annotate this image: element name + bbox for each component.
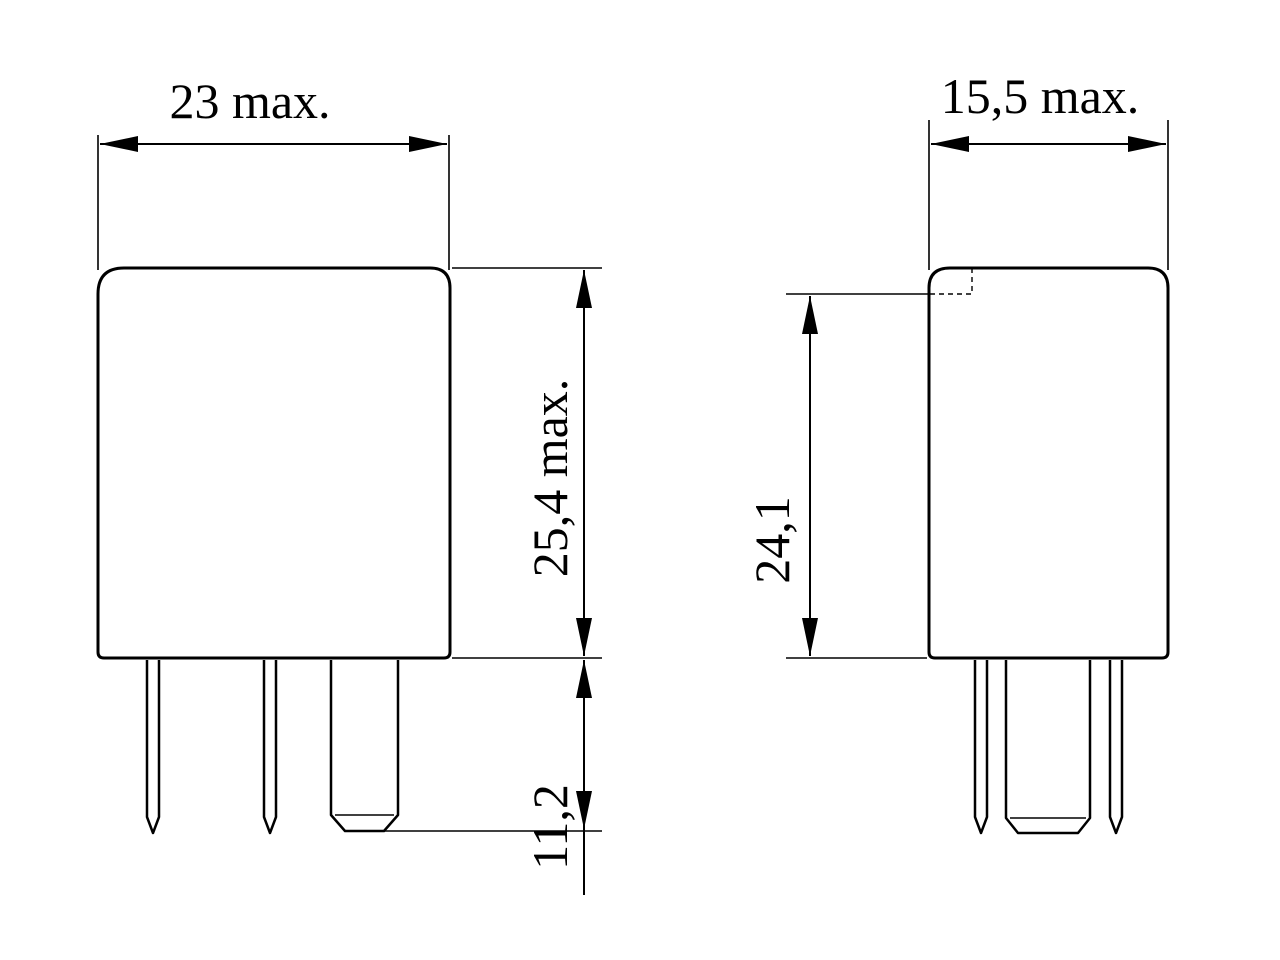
side-pin-left — [973, 660, 989, 835]
side-width-dimension: 15,5 max. — [928, 68, 1169, 270]
side-relay-body — [927, 266, 1170, 660]
side-pin-right — [1108, 660, 1124, 835]
front-height-dimension: 25,4 max. — [452, 267, 602, 659]
front-view: 23 max. 25,4 max. 11,2 — [96, 73, 602, 895]
side-corner-detail — [930, 268, 973, 295]
front-pin-middle — [262, 660, 278, 835]
front-width-label: 23 max. — [169, 73, 330, 129]
front-relay-body — [96, 266, 452, 660]
front-height-label: 25,4 max. — [522, 379, 578, 578]
side-pin-wide — [1004, 660, 1092, 835]
front-pin-wide — [329, 660, 400, 833]
side-width-label: 15,5 max. — [941, 68, 1140, 124]
pin-length-label: 11,2 — [522, 784, 578, 870]
side-height-label: 24,1 — [744, 496, 800, 584]
side-height-dimension: 24,1 — [744, 293, 930, 659]
side-view: 15,5 max. 24,1 — [744, 68, 1170, 835]
front-width-dimension: 23 max. — [97, 73, 450, 270]
front-pin-left — [145, 660, 161, 835]
pin-length-dimension: 11,2 — [384, 660, 602, 895]
